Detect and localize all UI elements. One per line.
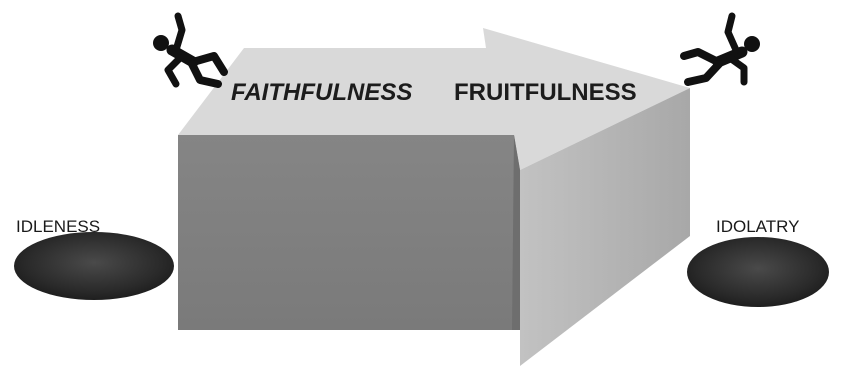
idleness-label: IDLENESS <box>16 217 100 236</box>
arrow-front-face <box>178 135 520 330</box>
fruitfulness-label: FRUITFULNESS <box>454 79 637 106</box>
left-pit <box>14 232 174 300</box>
falling-person-icon <box>153 16 224 84</box>
falling-person-icon <box>684 16 760 82</box>
faithfulness-label: FAITHFULNESS <box>231 79 412 106</box>
idolatry-label: IDOLATRY <box>716 217 799 236</box>
right-pit <box>687 237 829 307</box>
